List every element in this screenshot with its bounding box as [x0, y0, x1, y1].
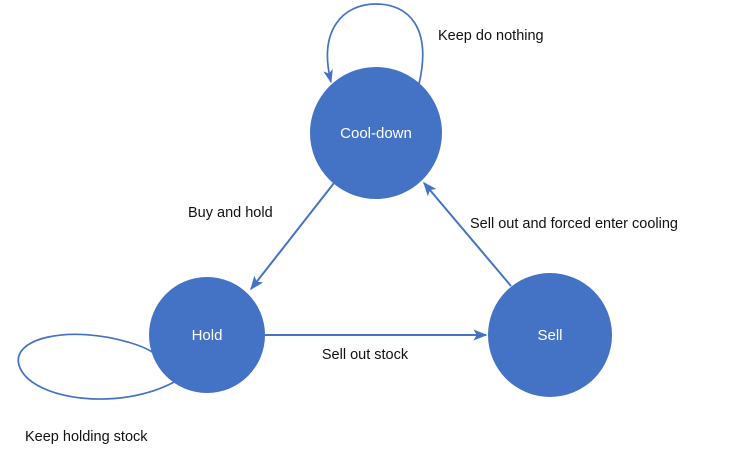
- hold-label: Hold: [192, 327, 223, 344]
- edge-label-keep-holding-stock: Keep holding stock: [25, 429, 148, 445]
- edge-sell-to-cooldown[interactable]: [423, 181, 512, 287]
- node-sell[interactable]: Sell: [488, 273, 612, 397]
- sell-to-cooldown-line: [423, 181, 512, 287]
- hold-self-loop-path: [17, 333, 177, 400]
- sell-circle: [488, 273, 612, 397]
- hold-circle: [149, 277, 265, 393]
- edge-label-sell-out-and-forced-enter-cooling: Sell out and forced enter cooling: [470, 216, 678, 232]
- node-hold[interactable]: Hold: [149, 277, 265, 393]
- node-cool-down[interactable]: Cool-down: [310, 67, 442, 199]
- cool-down-label: Cool-down: [340, 125, 412, 142]
- edge-cooldown-self[interactable]: [323, 3, 424, 85]
- edge-cooldown-to-hold[interactable]: [250, 182, 335, 291]
- cooldown-self-loop-path: [323, 3, 424, 85]
- cooldown-to-hold-line: [250, 182, 335, 291]
- cool-down-circle: [310, 67, 442, 199]
- edge-label-buy-and-hold: Buy and hold: [188, 205, 273, 221]
- edge-hold-self[interactable]: [17, 333, 177, 400]
- edge-label-sell-out-stock: Sell out stock: [322, 347, 409, 363]
- sell-label: Sell: [537, 327, 562, 344]
- edge-label-keep-do-nothing: Keep do nothing: [438, 28, 544, 44]
